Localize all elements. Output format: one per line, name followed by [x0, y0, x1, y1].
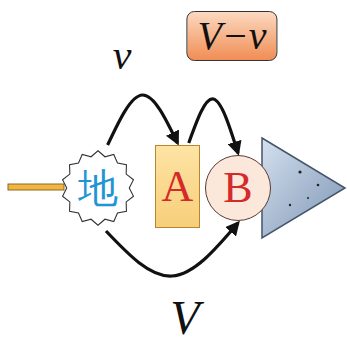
node-label: B — [223, 166, 252, 210]
node-label: A — [162, 165, 194, 209]
body-box: A — [155, 145, 200, 228]
dot — [317, 184, 320, 187]
dot — [307, 197, 309, 199]
edge-label: V−v — [186, 11, 277, 61]
rod — [8, 184, 64, 190]
ground-cloud: 地 — [58, 147, 138, 229]
body-circle: B — [205, 155, 271, 221]
cloud-shape — [63, 151, 134, 226]
dot — [298, 170, 301, 173]
cone-tip — [262, 138, 345, 238]
edge-label: V — [170, 294, 199, 342]
edge-label: v — [113, 34, 132, 76]
arc-arrow — [108, 95, 178, 145]
arc-arrow — [106, 223, 238, 276]
dot — [289, 204, 291, 206]
node-label: 地 — [78, 168, 118, 208]
